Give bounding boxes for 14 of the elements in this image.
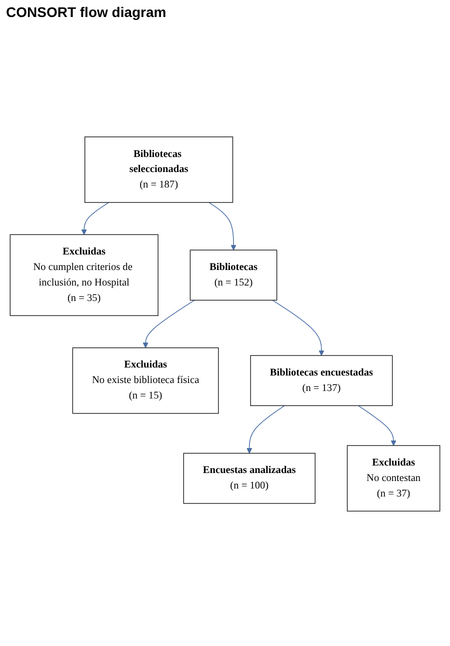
arrow	[208, 202, 236, 250]
node-box: Excluidas No contestan (n = 37)	[346, 445, 440, 512]
node-box: Encuestas analizadas (n = 100)	[183, 452, 316, 504]
node-box: Bibliotecas encuestadas (n = 137)	[250, 355, 393, 406]
arrow	[272, 300, 324, 356]
node-box: Excluidas No cumplen criterios de inclusión, no Hospital (n = 35)	[10, 234, 158, 316]
arrow	[358, 405, 396, 446]
node-box: Bibliotecas seleccionadas (n = 187)	[84, 136, 234, 203]
arrow	[81, 202, 110, 235]
arrow	[246, 405, 285, 454]
node-box: Excluidas No existe biblioteca física (n = 15)	[72, 347, 219, 414]
arrow	[142, 300, 195, 348]
diagram-title: CONSORT flow diagram	[6, 4, 168, 20]
node-box: Bibliotecas (n = 152)	[190, 250, 278, 301]
